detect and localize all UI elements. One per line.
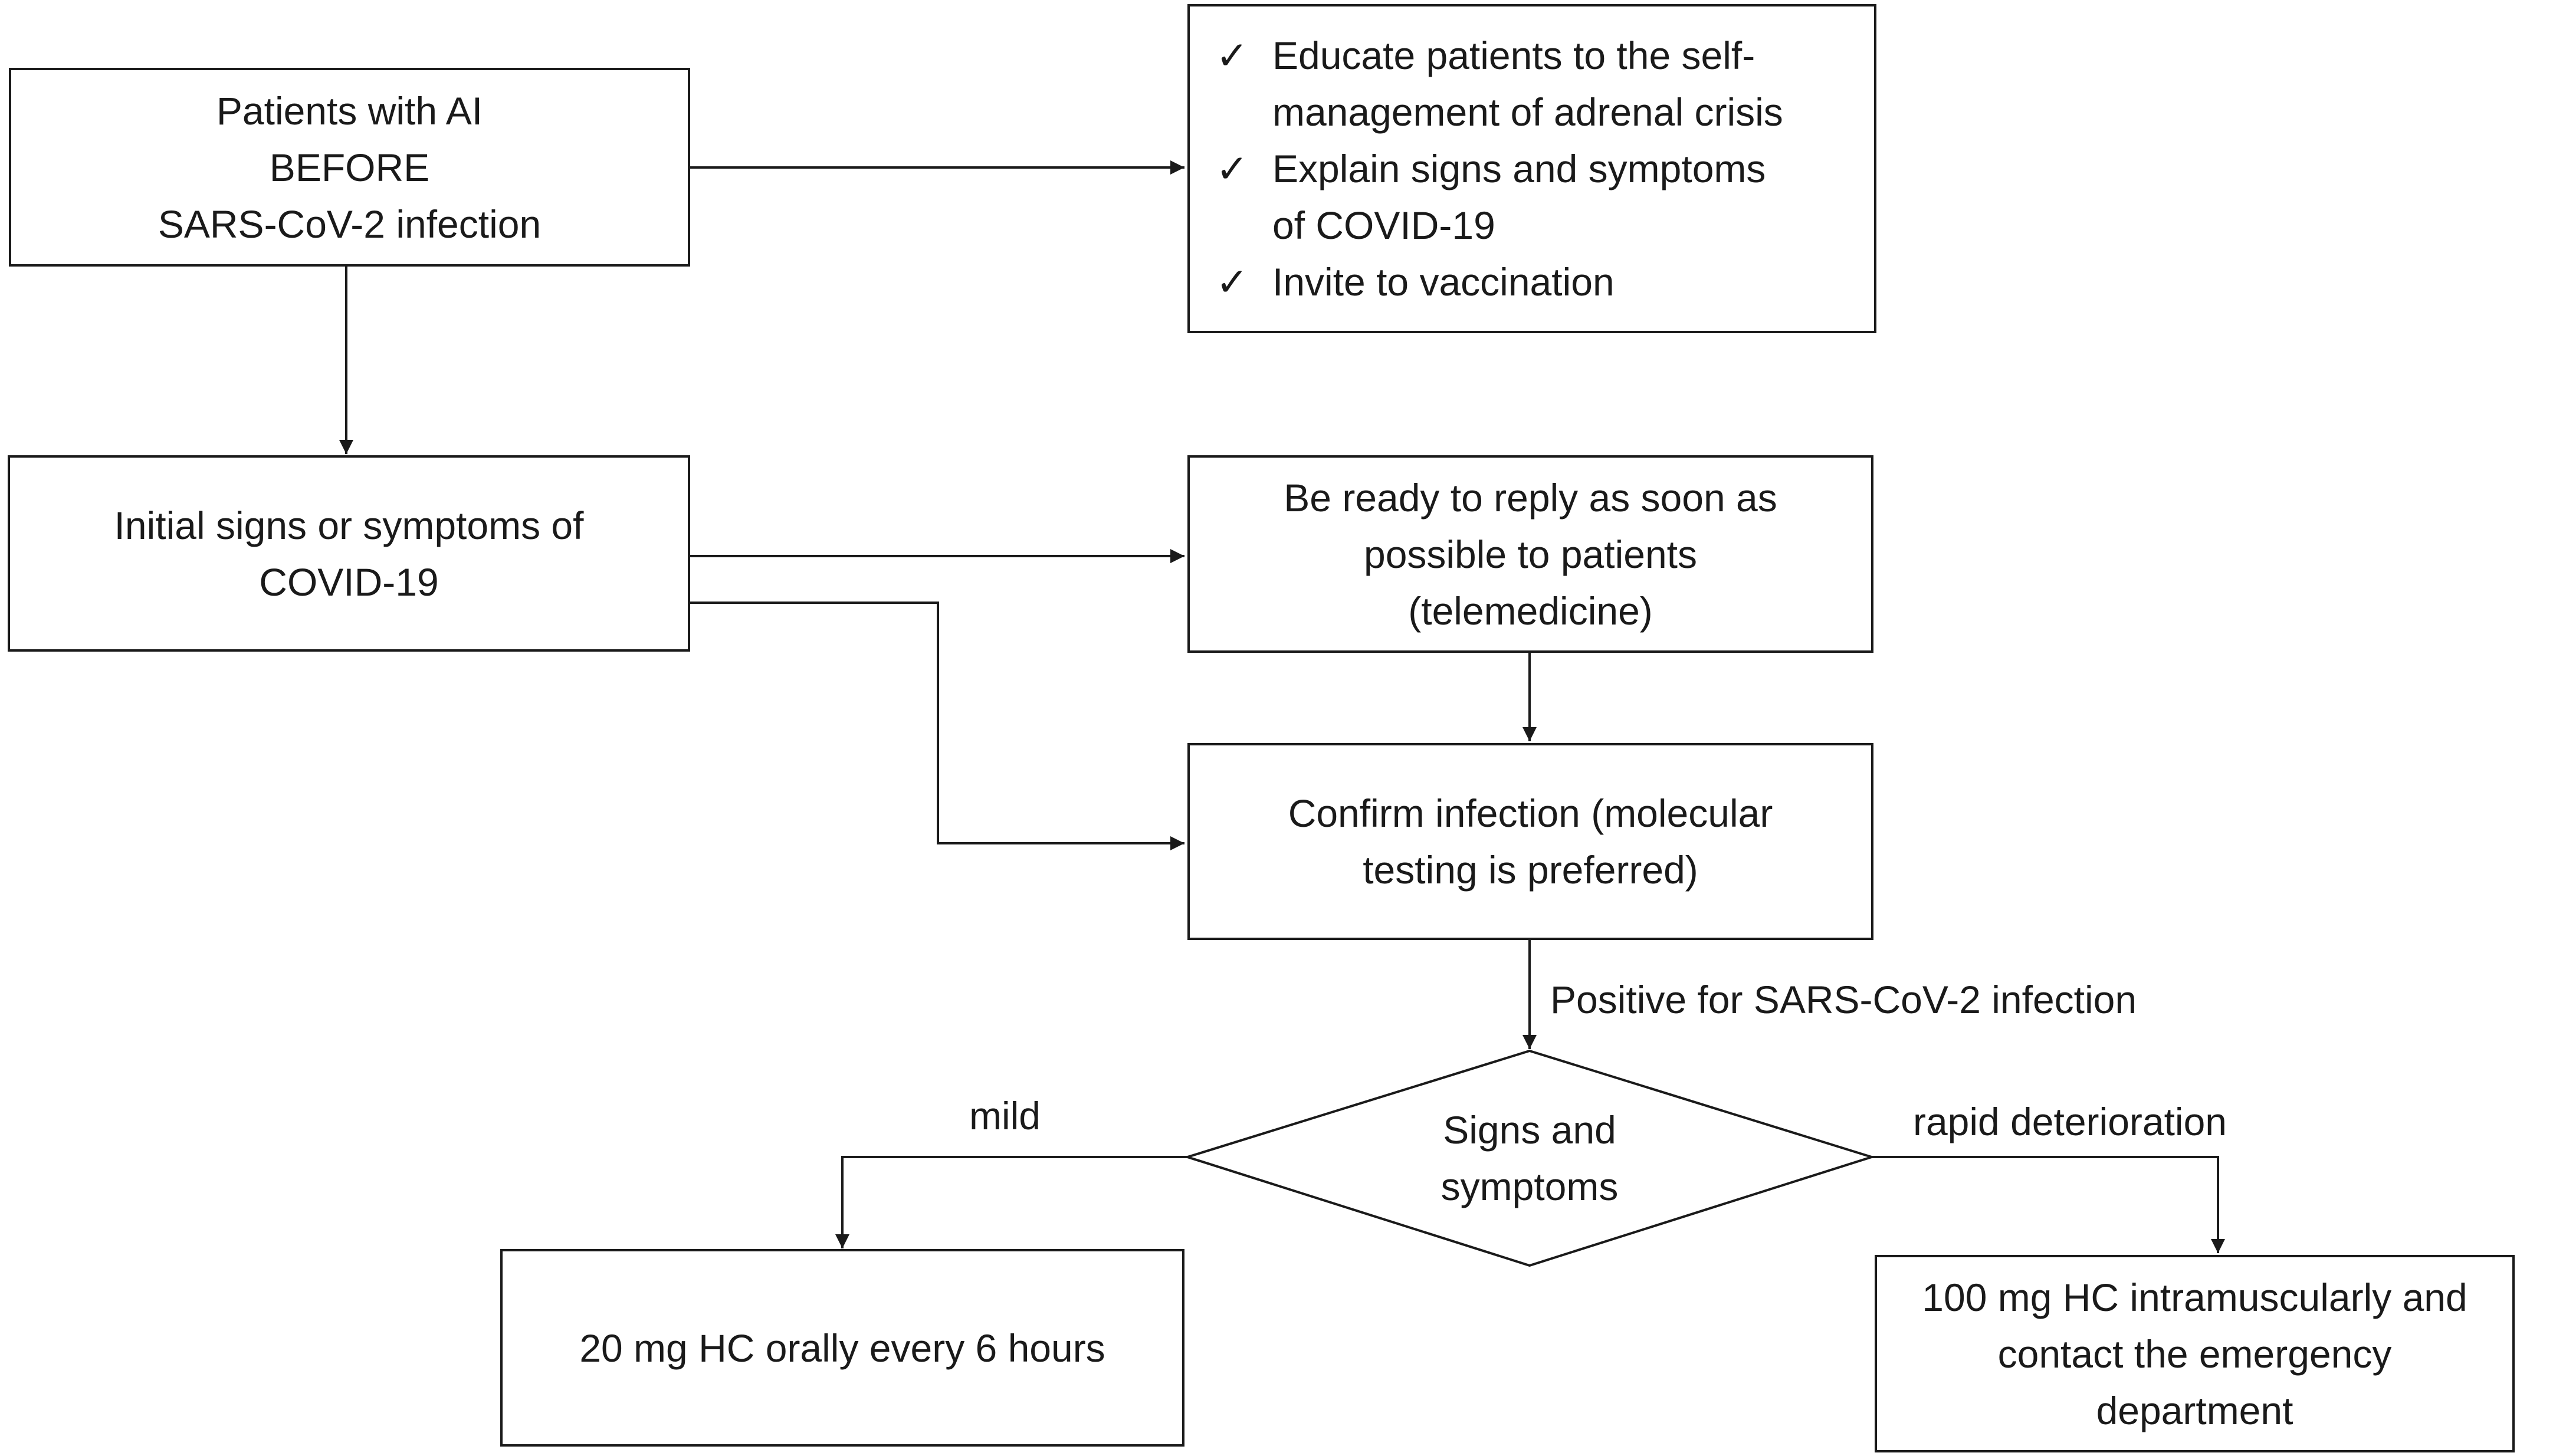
telemedicine-line-2: possible to patients	[1363, 532, 1698, 576]
before-infection-line-2: BEFORE	[269, 145, 430, 189]
education-item-self-management: ✓ Educate patients to the self- manageme…	[1216, 27, 1783, 140]
confirm-line-2: testing is preferred)	[1363, 848, 1698, 892]
severe-treatment-box: 100 mg HC intramuscularly and contact th…	[1875, 1255, 2515, 1452]
telemedicine-box: Be ready to reply as soon as possible to…	[1187, 455, 1873, 653]
before-infection-line-3: SARS-CoV-2 infection	[157, 202, 542, 246]
edge-label-mild: mild	[969, 1094, 1041, 1138]
education-item-1-line-2: management of adrenal crisis	[1272, 90, 1783, 134]
edge-label-rapid: rapid deterioration	[1913, 1100, 2227, 1143]
education-box: ✓ Educate patients to the self- manageme…	[1187, 4, 1876, 333]
checkmark-icon: ✓	[1216, 147, 1249, 190]
education-item-1-line-1: Educate patients to the self-	[1272, 34, 1755, 77]
checkmark-icon: ✓	[1216, 260, 1249, 304]
education-item-3-line-1: Invite to vaccination	[1272, 260, 1615, 304]
decision-diamond	[1183, 1049, 1876, 1267]
education-item-2-line-2: of COVID-19	[1272, 203, 1495, 247]
education-item-2-line-1: Explain signs and symptoms	[1272, 147, 1766, 190]
mild-treatment-box: 20 mg HC orally every 6 hours	[500, 1249, 1184, 1447]
arrow-decision-to-mild	[835, 1156, 1187, 1248]
confirm-line-1: Confirm infection (molecular	[1288, 791, 1773, 835]
arrow-initial-to-confirm	[689, 602, 1184, 850]
decision-line-2: symptoms	[1440, 1165, 1619, 1208]
before-infection-box: Patients with AI BEFORE SARS-CoV-2 infec…	[9, 68, 690, 267]
mild-treatment-line-1: 20 mg HC orally every 6 hours	[579, 1326, 1105, 1370]
edge-label-positive: Positive for SARS-CoV-2 infection	[1550, 978, 2137, 1021]
education-item-symptoms: ✓ Explain signs and symptoms of COVID-19	[1216, 140, 1766, 254]
decision-line-1: Signs and	[1443, 1108, 1616, 1152]
telemedicine-line-3: (telemedicine)	[1408, 589, 1653, 633]
checkmark-icon: ✓	[1216, 34, 1249, 77]
initial-signs-line-1: Initial signs or symptoms of	[114, 503, 584, 547]
severe-treatment-line-3: department	[2096, 1388, 2293, 1432]
decision-label: Signs and symptoms	[1353, 1099, 1707, 1217]
initial-signs-line-2: COVID-19	[259, 560, 439, 604]
arrow-decision-to-severe	[1872, 1156, 2225, 1253]
severe-treatment-line-2: contact the emergency	[1997, 1332, 2392, 1376]
before-infection-line-1: Patients with AI	[216, 88, 483, 133]
telemedicine-line-1: Be ready to reply as soon as	[1284, 475, 1777, 520]
education-item-vaccination: ✓ Invite to vaccination	[1216, 254, 1615, 310]
confirm-infection-box: Confirm infection (molecular testing is …	[1187, 743, 1873, 940]
severe-treatment-line-1: 100 mg HC intramuscularly and	[1922, 1275, 2467, 1319]
initial-signs-box: Initial signs or symptoms of COVID-19	[8, 455, 690, 652]
